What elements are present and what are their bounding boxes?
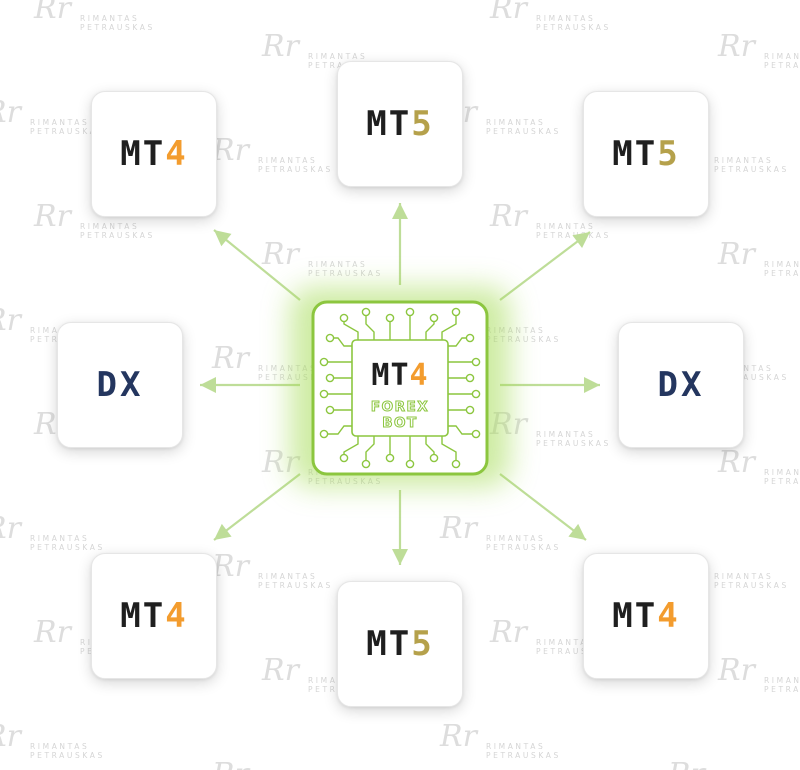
hub-title: MT4 [371, 358, 428, 393]
platform-node-top-left: MT4 [91, 91, 217, 217]
platform-label: MT [120, 134, 166, 174]
platform-node-bottom-right: MT4 [583, 553, 709, 679]
platform-label: MT [612, 596, 658, 636]
chip-icon [319, 307, 481, 469]
platform-digit: 4 [165, 134, 188, 174]
platform-digit: 5 [657, 134, 680, 174]
platform-label: MT [366, 624, 412, 664]
platform-node-left: DX [57, 322, 183, 448]
hub-chip-inner [351, 339, 449, 437]
connector-arrow [499, 231, 591, 301]
hub-chip: MT4 FOREX BOT [290, 287, 510, 487]
hub-title-prefix: MT [371, 358, 409, 393]
platform-digit: 4 [657, 596, 680, 636]
platform-digit: 4 [165, 596, 188, 636]
hub-line-forex: FOREX [371, 399, 429, 415]
connector-arrow [392, 490, 408, 565]
connector-arrow [499, 473, 587, 541]
platform-label: MT [366, 104, 412, 144]
platform-digit: 5 [411, 104, 434, 144]
hub-title-digit: 4 [410, 358, 429, 393]
platform-label: MT [612, 134, 658, 174]
connector-arrow [213, 229, 301, 301]
platform-label: DX [657, 365, 705, 405]
platform-node-bottom-left: MT4 [91, 553, 217, 679]
connector-arrow [392, 203, 408, 285]
connector-arrow [500, 377, 600, 393]
connector-arrow [213, 473, 301, 541]
connector-arrow [200, 377, 300, 393]
hub-line-bot: BOT [382, 415, 417, 431]
platform-node-top-right: MT5 [583, 91, 709, 217]
platform-node-bottom: MT5 [337, 581, 463, 707]
platform-node-right: DX [618, 322, 744, 448]
platform-node-top: MT5 [337, 61, 463, 187]
connector-arrows [200, 203, 600, 565]
platform-label: MT [120, 596, 166, 636]
platform-label: DX [96, 365, 144, 405]
platform-digit: 5 [411, 624, 434, 664]
